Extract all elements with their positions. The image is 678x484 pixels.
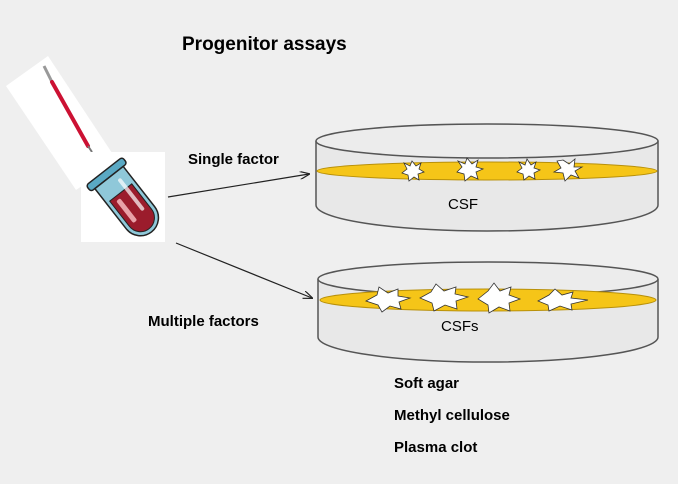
single-factor-label: Single factor: [188, 151, 279, 168]
multiple-factors-label: Multiple factors: [148, 313, 259, 330]
colony-icon: [537, 288, 589, 312]
colony-icon: [552, 158, 584, 182]
colony-icon: [401, 160, 425, 182]
arrow-icon: [175, 242, 312, 298]
dish-medium-label: CSF: [448, 196, 478, 213]
arrow-icon: [167, 174, 309, 198]
colony-icon: [419, 283, 470, 312]
colony-icon: [477, 282, 522, 314]
media-item: Soft agar: [394, 375, 460, 392]
dish-medium-label: CSFs: [441, 318, 479, 335]
colony-icon: [516, 158, 542, 181]
petri-dish-icon: [317, 261, 659, 363]
colony-icon: [365, 286, 412, 313]
media-item: Methyl cellulose: [394, 407, 510, 424]
test-tube-icon: [81, 152, 165, 242]
petri-dish-icon: [315, 123, 659, 232]
colony-icon: [456, 157, 485, 182]
media-item: Plasma clot: [394, 439, 478, 456]
diagram-title: Progenitor assays: [182, 34, 347, 55]
culture-media-list: Soft agar Methyl cellulose Plasma clot: [394, 375, 510, 471]
